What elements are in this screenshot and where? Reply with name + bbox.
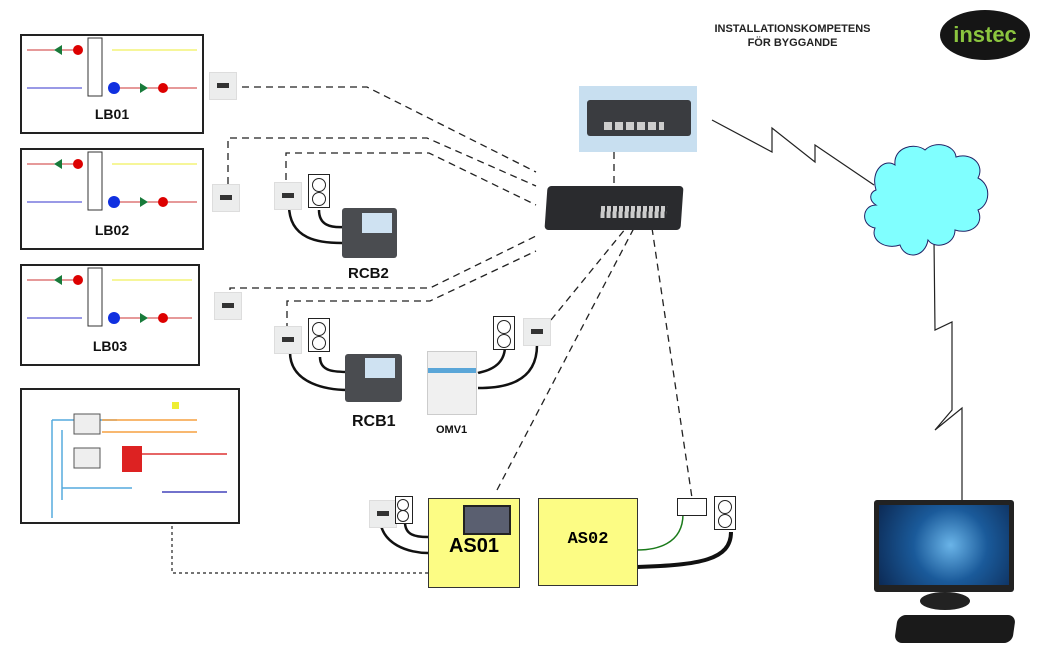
ethernet-outlet-as02 <box>677 498 707 516</box>
wan-link-router-cloud <box>711 119 875 186</box>
as01-label: AS01 <box>448 535 500 557</box>
ethernet-outlet-lb03 <box>214 292 242 320</box>
ahu-label: LB03 <box>92 338 128 354</box>
ethernet-outlet-rcb2 <box>274 182 302 210</box>
tablet-icon <box>463 505 511 535</box>
desktop-computer-icon[interactable] <box>874 500 1014 592</box>
rcb2-label: RCB2 <box>348 265 389 282</box>
link-lb03-switch <box>229 235 537 290</box>
link-as01-switch <box>496 227 635 491</box>
rcb1-label: RCB1 <box>352 413 396 430</box>
instec-logo: instec <box>940 10 1030 60</box>
ahu-lb03-schematic[interactable]: LB03 <box>20 264 200 366</box>
link-heating-as01 <box>171 520 428 574</box>
heating-system-schematic[interactable] <box>20 388 240 524</box>
network-switch-icon[interactable] <box>544 186 684 230</box>
power-outlet-rcb2 <box>308 174 330 208</box>
wan-link-cloud-computer <box>933 239 963 500</box>
tagline-line-2: FÖR BYGGANDE <box>747 37 838 49</box>
ethernet-outlet-as01 <box>369 500 397 528</box>
logo-text: instec <box>953 22 1017 47</box>
keyboard-icon[interactable] <box>894 615 1016 643</box>
heating-diagram-icon <box>51 402 227 518</box>
link-lb01-switch <box>242 86 537 173</box>
power-outlet-as01 <box>395 496 413 524</box>
as02-station[interactable]: AS02 <box>538 498 638 586</box>
cloud-icon <box>864 144 989 256</box>
monitor-stand-icon <box>920 592 970 610</box>
rcb2-controller-icon[interactable] <box>342 208 397 258</box>
link-rcb1-switch <box>286 250 537 330</box>
rcb1-controller-icon[interactable] <box>345 354 402 402</box>
link-rcb2-switch <box>285 152 537 206</box>
ethernet-outlet-rcb1 <box>274 326 302 354</box>
ahu-diagram-icon <box>27 151 197 211</box>
ahu-diagram-icon <box>27 37 197 97</box>
link-as02-switch <box>651 227 693 499</box>
omv1-label: OMV1 <box>436 424 468 436</box>
ethernet-outlet-lb01 <box>209 72 237 100</box>
link-lb02-switch <box>227 137 537 187</box>
ethernet-outlet-lb02 <box>212 184 240 212</box>
company-tagline: INSTALLATIONSKOMPETENS FÖR BYGGANDE <box>690 22 895 50</box>
link-omv1-switch <box>550 227 627 321</box>
power-outlet-omv1 <box>493 316 515 350</box>
ahu-lb02-schematic[interactable]: LB02 <box>20 148 204 250</box>
omv1-energy-meter-icon[interactable] <box>427 351 477 415</box>
as02-label: AS02 <box>567 530 609 549</box>
power-outlet-as02 <box>714 496 736 530</box>
router-icon[interactable] <box>579 86 697 152</box>
ahu-lb01-schematic[interactable]: LB01 <box>20 34 204 134</box>
power-outlet-rcb1 <box>308 318 330 352</box>
as01-station[interactable]: AS01 <box>428 498 520 588</box>
ethernet-outlet-omv1 <box>523 318 551 346</box>
tagline-line-1: INSTALLATIONSKOMPETENS <box>714 23 871 35</box>
ahu-label: LB02 <box>94 222 130 238</box>
ahu-diagram-icon <box>27 267 192 327</box>
ahu-label: LB01 <box>94 106 130 122</box>
